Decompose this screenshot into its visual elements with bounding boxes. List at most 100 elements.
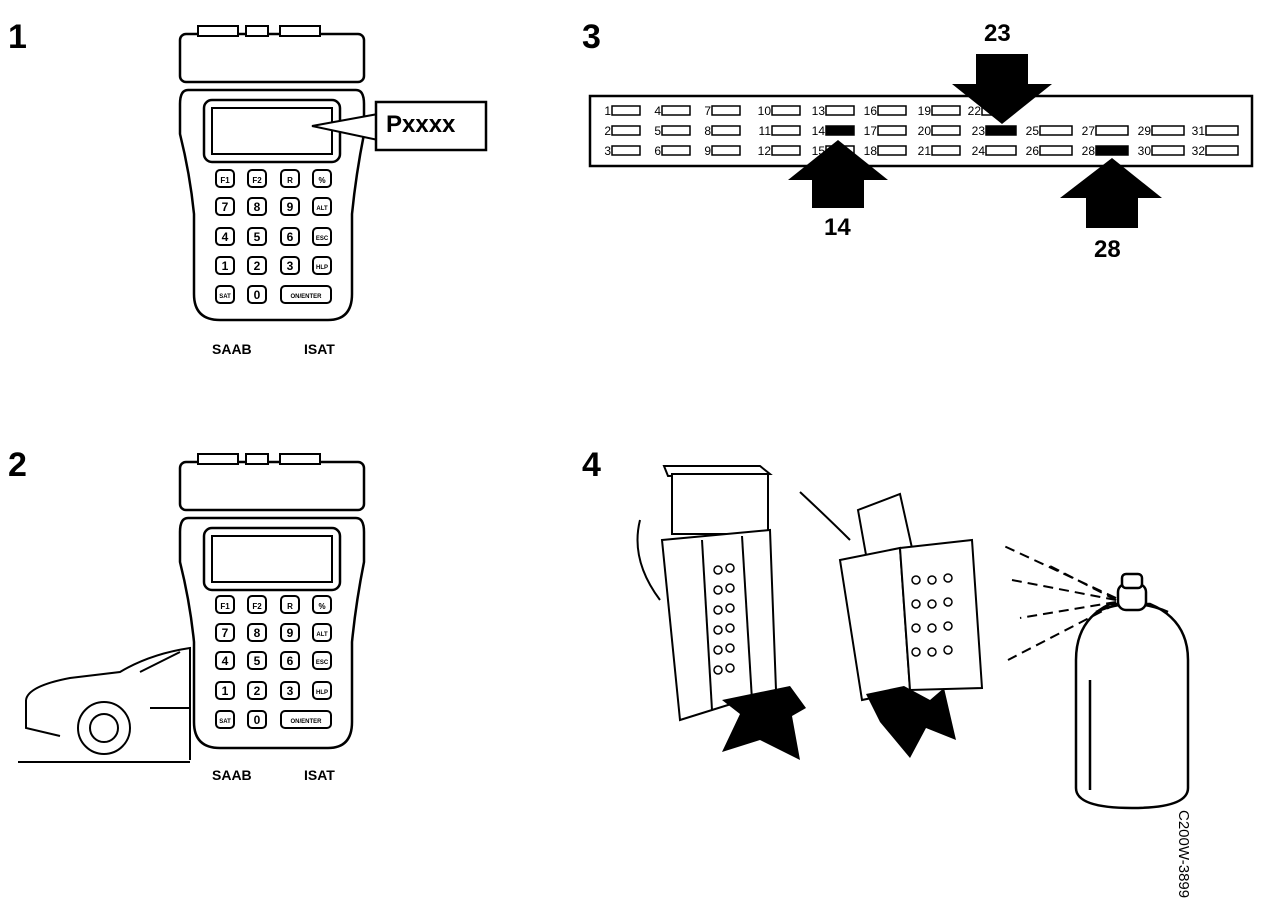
svg-text:3: 3 [287, 259, 294, 273]
svg-text:8: 8 [254, 626, 261, 640]
svg-text:2: 2 [604, 124, 611, 138]
svg-text:ESC: ESC [316, 660, 329, 666]
svg-text:1: 1 [222, 259, 229, 273]
pin-14-label: 14 [824, 214, 851, 241]
tester-device-2 [178, 452, 366, 750]
spray-can [1074, 572, 1190, 810]
step-4-number: 4 [582, 446, 601, 484]
connector-left-pins [713, 563, 735, 675]
figure-code: C200W-3899 [1175, 810, 1192, 898]
keypad-2-labels: F1 F2 R% 7 8 9 ALT 4 5 6 ESC 1 2 3 HLP SAT 0 ON/ENTER [219, 602, 329, 727]
svg-text:5: 5 [254, 654, 261, 668]
svg-text:17: 17 [864, 124, 878, 138]
keypad-2 [215, 595, 332, 729]
svg-text:20: 20 [918, 124, 932, 138]
model-label-2: ISAT [304, 767, 335, 783]
svg-text:2: 2 [254, 259, 261, 273]
svg-text:23: 23 [972, 124, 986, 138]
connector-strip [588, 94, 1254, 168]
svg-text:27: 27 [1082, 124, 1096, 138]
svg-text:4: 4 [222, 230, 229, 244]
arrow-pin-14 [788, 140, 888, 208]
step-3-number: 3 [582, 18, 601, 56]
step-1-number: 1 [8, 18, 27, 56]
svg-text:1: 1 [222, 684, 229, 698]
svg-text:32: 32 [1192, 144, 1206, 158]
svg-text:8: 8 [254, 200, 261, 214]
svg-text:12: 12 [758, 144, 772, 158]
svg-text:F1: F1 [220, 602, 230, 611]
svg-text:3: 3 [604, 144, 611, 158]
svg-text:%: % [318, 602, 325, 611]
svg-text:HLP: HLP [316, 265, 328, 271]
svg-text:22: 22 [968, 104, 982, 118]
pin-23-label: 23 [984, 20, 1011, 47]
svg-text:10: 10 [758, 104, 772, 118]
spray-lines [1003, 545, 1117, 661]
svg-text:F1: F1 [220, 176, 230, 185]
svg-text:R: R [287, 176, 293, 185]
svg-text:SAT: SAT [219, 294, 231, 300]
svg-text:1: 1 [604, 104, 611, 118]
svg-text:HLP: HLP [316, 690, 328, 696]
svg-text:3: 3 [287, 684, 294, 698]
svg-text:5: 5 [654, 124, 661, 138]
svg-text:%: % [318, 176, 325, 185]
svg-text:F2: F2 [252, 602, 262, 611]
svg-text:2: 2 [254, 684, 261, 698]
svg-text:16: 16 [864, 104, 878, 118]
car-illustration [18, 646, 191, 763]
svg-text:ON/ENTER: ON/ENTER [290, 294, 322, 300]
model-label-1: ISAT [304, 341, 335, 357]
svg-text:F2: F2 [252, 176, 262, 185]
tester-device-1 [178, 24, 366, 322]
svg-text:4: 4 [222, 654, 229, 668]
svg-text:R: R [287, 602, 293, 611]
svg-text:7: 7 [222, 200, 229, 214]
svg-text:11: 11 [759, 124, 772, 138]
arrow-right-connector [866, 686, 956, 758]
svg-text:ALT: ALT [316, 632, 328, 638]
code-callout-box [374, 100, 488, 152]
svg-text:6: 6 [287, 230, 294, 244]
svg-text:ESC: ESC [316, 236, 329, 242]
svg-text:18: 18 [864, 144, 878, 158]
connector-right-pins [911, 573, 953, 657]
svg-text:0: 0 [254, 288, 261, 302]
svg-text:31: 31 [1192, 124, 1206, 138]
svg-text:7: 7 [704, 104, 711, 118]
svg-text:9: 9 [287, 626, 294, 640]
svg-text:SAT: SAT [219, 719, 231, 725]
svg-text:5: 5 [254, 230, 261, 244]
display-code-label: Pxxxx [386, 111, 456, 138]
connector-left [636, 465, 778, 722]
svg-text:ON/ENTER: ON/ENTER [290, 719, 322, 725]
svg-text:29: 29 [1138, 124, 1152, 138]
svg-text:30: 30 [1138, 144, 1152, 158]
svg-text:7: 7 [222, 626, 229, 640]
svg-text:6: 6 [287, 654, 294, 668]
svg-text:21: 21 [918, 144, 932, 158]
step-2-number: 2 [8, 446, 27, 484]
connector-right [799, 491, 984, 702]
svg-text:8: 8 [704, 124, 711, 138]
keypad-1-labels: F1 F2 R% 7 8 9 ALT 4 5 6 ESC 1 2 3 HLP SAT 0 ON/ENTER [219, 176, 329, 302]
svg-text:13: 13 [812, 104, 826, 118]
arrow-pin-23 [952, 54, 1052, 124]
keypad-1 [215, 169, 332, 304]
arrow-left-connector [722, 686, 806, 760]
brand-label-1: SAAB [212, 341, 252, 357]
svg-text:4: 4 [654, 104, 661, 118]
svg-text:9: 9 [704, 144, 711, 158]
svg-text:9: 9 [287, 200, 294, 214]
pin-28-label: 28 [1094, 236, 1121, 263]
brand-label-2: SAAB [212, 767, 252, 783]
svg-text:26: 26 [1026, 144, 1040, 158]
svg-text:6: 6 [654, 144, 661, 158]
svg-text:ALT: ALT [316, 206, 328, 212]
svg-text:0: 0 [254, 713, 261, 727]
svg-text:25: 25 [1026, 124, 1040, 138]
svg-text:19: 19 [918, 104, 932, 118]
